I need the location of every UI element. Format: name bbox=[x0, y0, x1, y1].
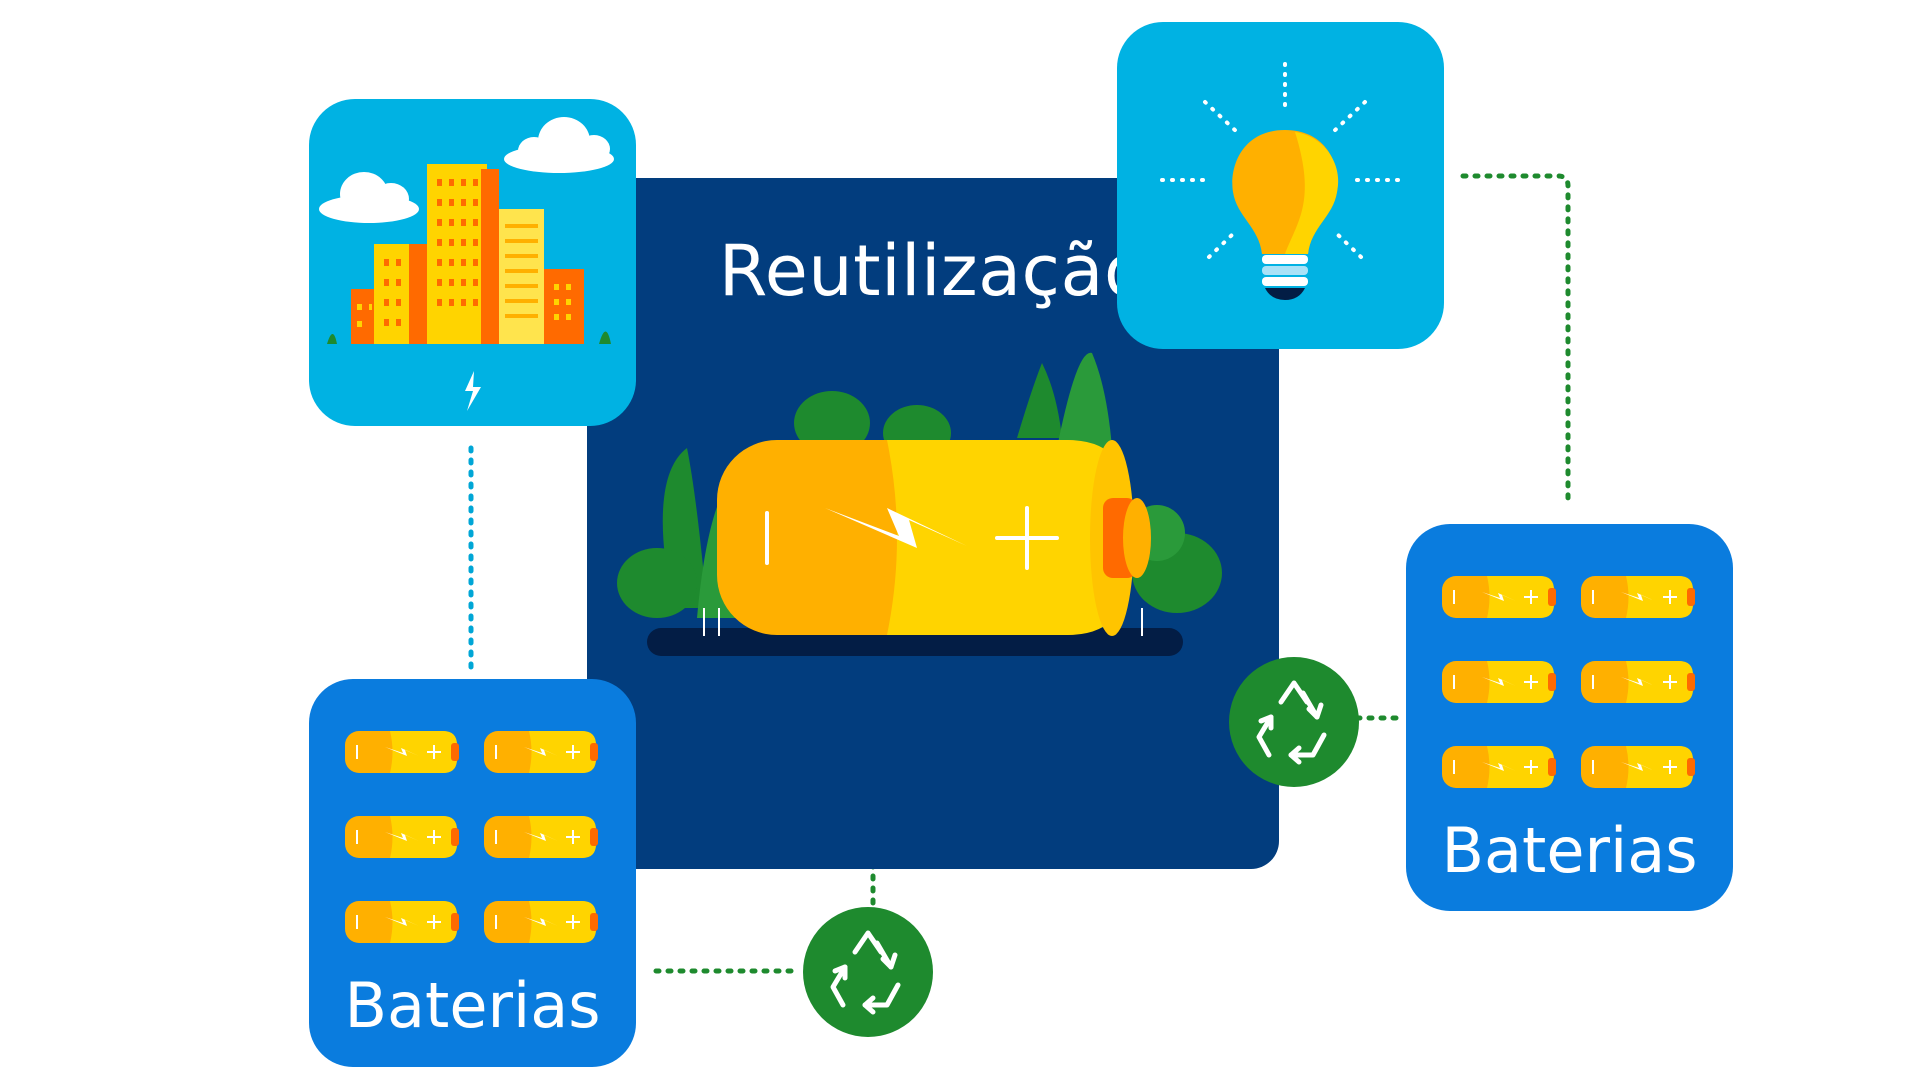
batteries-label-right: Baterias bbox=[1441, 814, 1698, 887]
batteries-box-left: Baterias bbox=[309, 679, 636, 1067]
city-buildings-icon bbox=[319, 117, 614, 411]
city-tile bbox=[309, 99, 636, 426]
batteries-box-right: Baterias bbox=[1406, 524, 1733, 911]
batteries-label-left: Baterias bbox=[344, 969, 601, 1042]
battery-icon bbox=[617, 352, 1222, 656]
reuse-title: Reutilização bbox=[718, 230, 1148, 312]
lightbulb-icon bbox=[1160, 62, 1409, 300]
battery-grid-left bbox=[344, 730, 599, 944]
battery-grid-right bbox=[1441, 575, 1696, 789]
lightbulb-tile bbox=[1117, 22, 1444, 349]
recycle-icon bbox=[1229, 657, 1359, 787]
recycle-icon bbox=[803, 907, 933, 1037]
